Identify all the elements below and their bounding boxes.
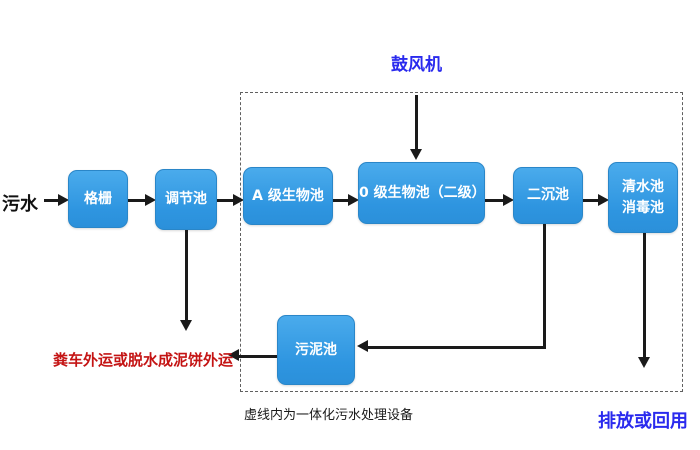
box-grid-screen-label: 格栅 (84, 190, 112, 207)
dashed-boundary-caption: 虚线内为一体化污水处理设备 (244, 408, 414, 423)
sedimentation-to-sludge-arrow-head-icon (357, 340, 368, 352)
regulating-tank-down-arrow-line (185, 230, 188, 321)
box-sludge-tank-label: 污泥池 (295, 341, 337, 358)
flow-arrow-line (333, 199, 349, 202)
flow-arrow-line (128, 199, 146, 202)
integrated-equipment-dashed-boundary (240, 92, 683, 392)
box-secondary-sedimentation-tank-label: 二沉池 (527, 187, 569, 204)
flow-arrow-line (583, 199, 599, 202)
flow-arrow-head-icon (598, 194, 609, 206)
influent-label: 污水 (2, 194, 38, 215)
flow-arrow-line (217, 199, 234, 202)
box-regulating-tank: 调节池 (155, 169, 217, 230)
box-sludge-tank: 污泥池 (277, 315, 355, 385)
flow-arrow-head-icon (233, 194, 244, 206)
blower-label: 鼓风机 (391, 55, 442, 75)
flow-arrow-head-icon (58, 194, 69, 206)
sludge-disposal-arrow-head-icon (228, 349, 239, 361)
box-o-level-bio-tank-label: 0 级生物池（二级） (359, 184, 486, 201)
discharge-arrow-line (643, 233, 646, 358)
flow-arrow-head-icon (145, 194, 156, 206)
blower-arrow-head-icon (410, 149, 422, 160)
box-o-level-bio-tank: 0 级生物池（二级） (358, 162, 486, 224)
sedimentation-to-sludge-line-vertical (543, 224, 546, 349)
box-grid-screen: 格栅 (68, 170, 128, 228)
flow-arrow-line (485, 199, 504, 202)
flow-arrow-head-icon (503, 194, 514, 206)
sludge-disposal-arrow-line (238, 355, 277, 358)
discharge-arrow-head-icon (638, 357, 650, 368)
flow-arrow-line (44, 199, 60, 202)
box-clear-water-disinfection-tank: 清水池 消毒池 (608, 162, 678, 233)
flow-arrow-head-icon (348, 194, 359, 206)
box-clear-water-tank-label-line2: 消毒池 (622, 199, 664, 216)
sludge-disposal-label: 粪车外运或脱水成泥饼外运 (53, 351, 234, 369)
blower-arrow-line (415, 95, 418, 150)
box-secondary-sedimentation-tank: 二沉池 (513, 167, 583, 224)
box-regulating-tank-label: 调节池 (165, 191, 207, 208)
box-a-level-bio-tank-label: A 级生物池 (252, 187, 324, 204)
sedimentation-to-sludge-line-horizontal (367, 346, 546, 349)
box-a-level-bio-tank: A 级生物池 (243, 167, 333, 225)
regulating-tank-down-arrow-head-icon (180, 320, 192, 331)
discharge-reuse-label: 排放或回用 (598, 411, 688, 432)
box-clear-water-tank-label-line1: 清水池 (622, 179, 664, 196)
